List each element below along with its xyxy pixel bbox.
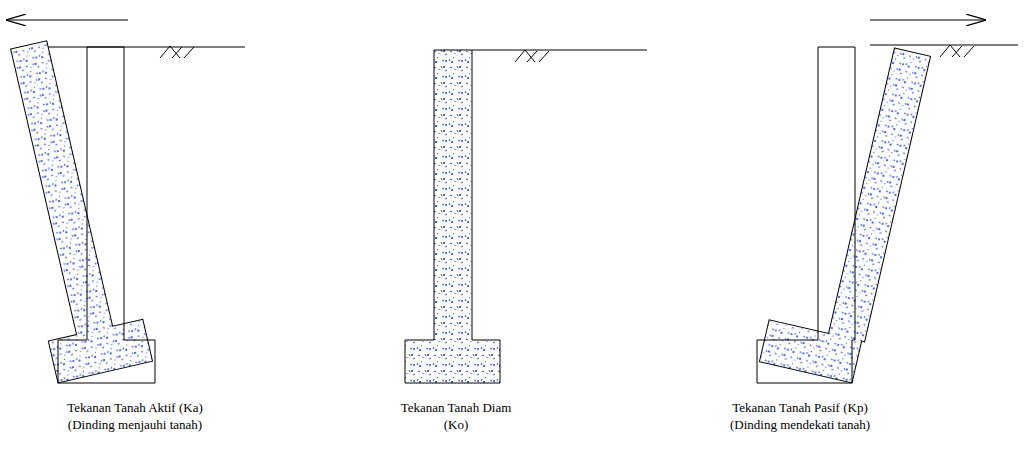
- caption-title: Tekanan Tanah Pasif (Kp): [732, 400, 867, 416]
- caption-note: (Ko): [444, 417, 469, 433]
- active-wall: [0, 20, 245, 383]
- ground-line: [870, 45, 1018, 46]
- movement-arrow: [6, 19, 128, 20]
- original-wall-outline: [58, 47, 155, 383]
- wall: [405, 50, 500, 383]
- caption-note: (Dinding mendekati tanah): [730, 417, 870, 433]
- ground-line: [472, 50, 647, 51]
- ground-symbol: [515, 50, 549, 62]
- caption-note: (Dinding menjauhi tanah): [68, 417, 202, 433]
- ground-line: [48, 47, 245, 48]
- tilted-wall: [759, 34, 930, 383]
- movement-arrow: [870, 19, 986, 20]
- caption-title: Tekanan Tanah Aktif (Ka): [67, 400, 202, 416]
- caption-title: Tekanan Tanah Diam: [401, 400, 512, 416]
- tilted-wall: [0, 34, 153, 383]
- original-wall-outline: [757, 47, 855, 383]
- rest-wall: [405, 50, 647, 383]
- passive-wall: [757, 20, 1018, 384]
- ground-symbol: [940, 45, 974, 57]
- ground-symbol: [160, 46, 196, 58]
